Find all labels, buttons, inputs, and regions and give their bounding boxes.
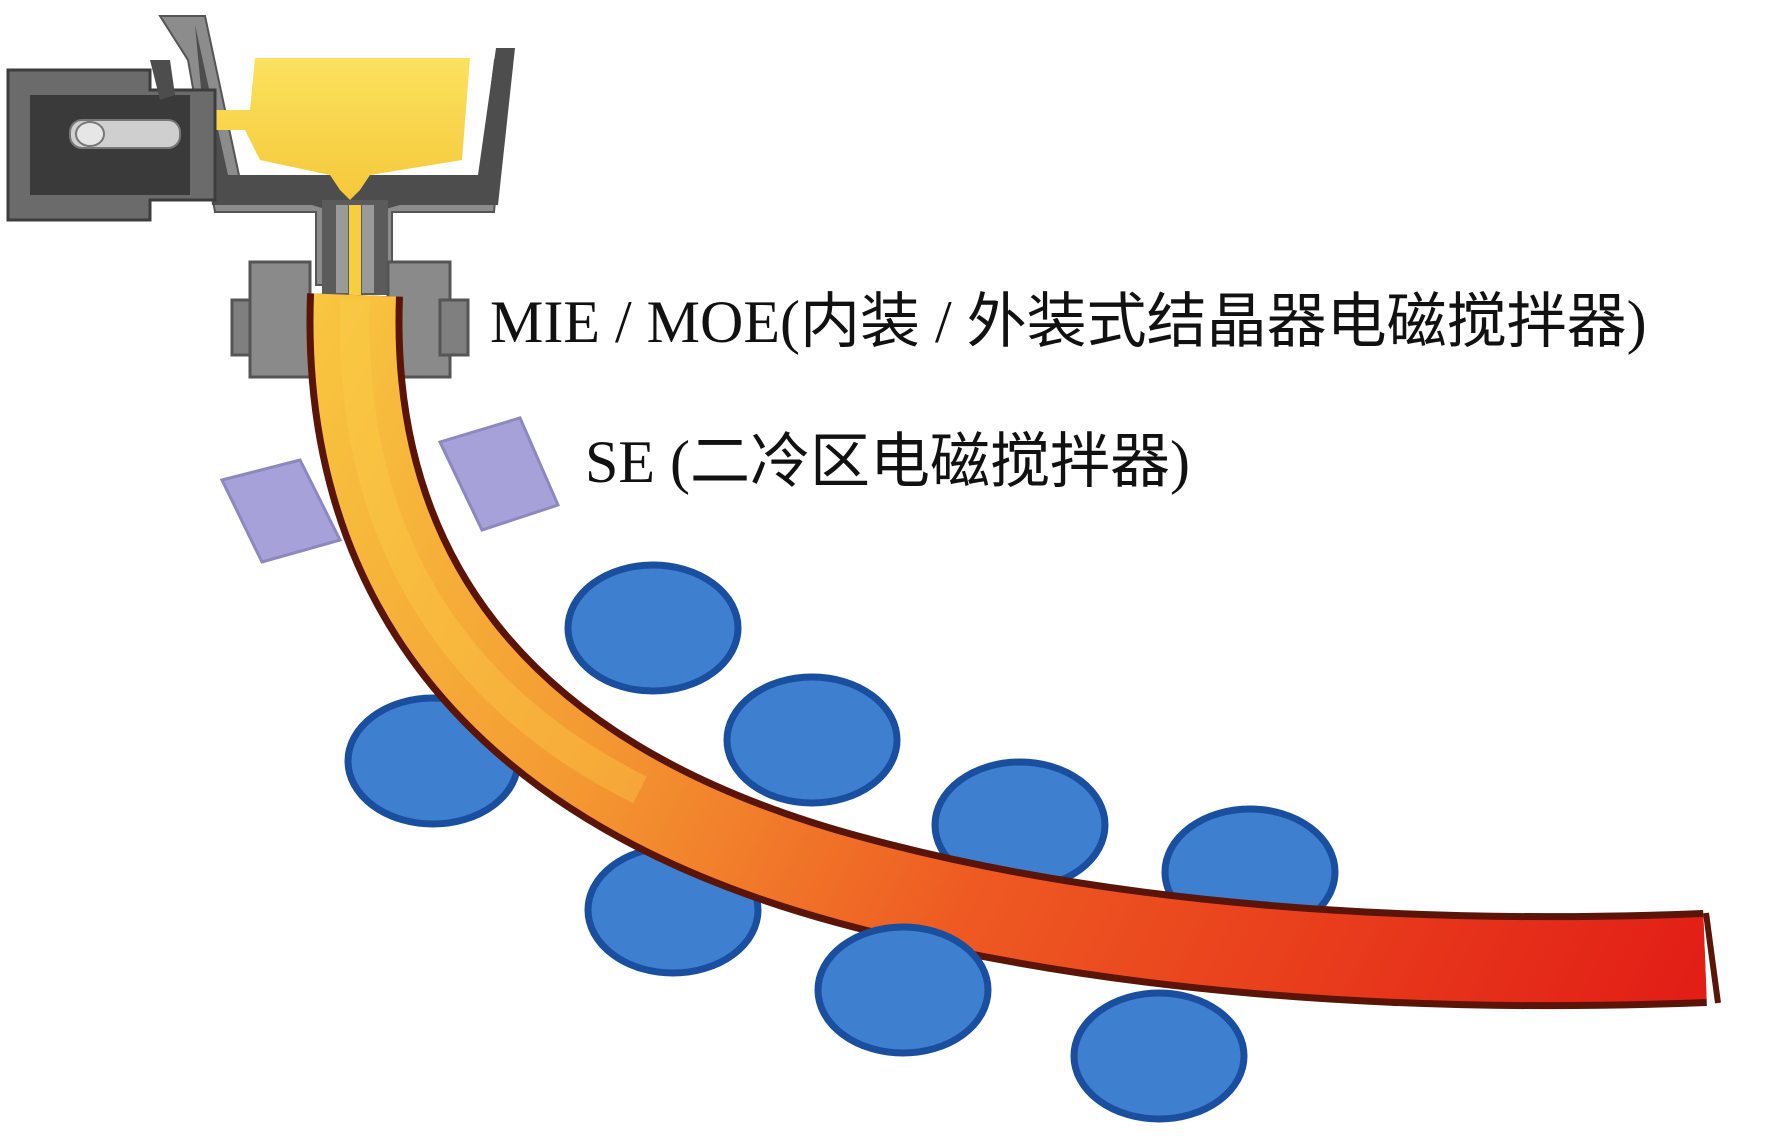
strand-inner-core xyxy=(339,299,647,804)
mold-stirrer-label: MIE / MOE(内装 / 外装式结晶器电磁搅拌器) xyxy=(490,289,1647,355)
se-stirrer-right xyxy=(437,416,561,532)
stopper-rod-icon xyxy=(69,60,181,149)
strand-end xyxy=(1703,912,1721,1004)
molten-steel xyxy=(170,58,470,200)
se-stirrer-left xyxy=(219,458,343,564)
support-roller-icon xyxy=(723,673,901,807)
support-roller-icon xyxy=(564,561,742,695)
strand-body xyxy=(313,293,1707,1003)
mold-stirrer-right-outer xyxy=(438,298,470,357)
mold-stirrer-left-inner xyxy=(248,260,312,379)
support-roller-icon xyxy=(814,923,992,1057)
submerged-nozzle-icon xyxy=(322,200,388,295)
secondary-stirrer-icon xyxy=(219,416,561,564)
roller-group-front xyxy=(814,923,1248,1123)
secondary-stirrer-label: SE (二冷区电磁搅拌器) xyxy=(585,429,1190,495)
support-roller-icon xyxy=(1070,989,1248,1123)
tundish-icon xyxy=(6,15,515,286)
casting-strand-icon xyxy=(306,293,1721,1010)
